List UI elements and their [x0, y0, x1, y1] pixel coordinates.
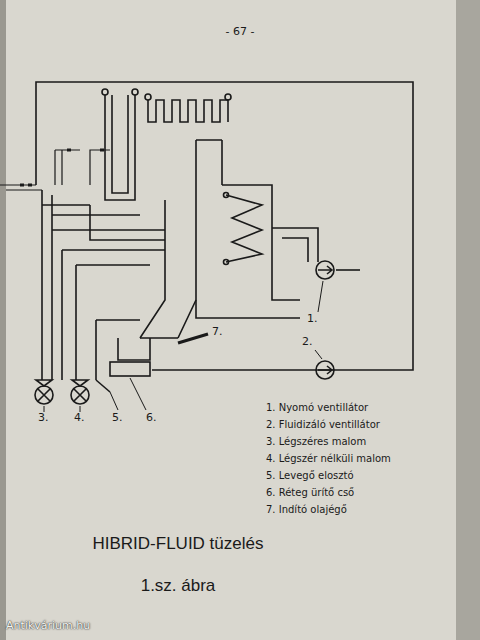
- air-duct-frame: [36, 82, 413, 370]
- callout-number: 1.: [307, 313, 318, 326]
- leader-line: [315, 350, 322, 359]
- header: [145, 94, 151, 100]
- superheater: [105, 95, 135, 200]
- mill-4-symbol: [72, 380, 88, 401]
- callout-number: 6.: [146, 412, 157, 425]
- diagram-title: HIBRID-FLUID tüzelés: [93, 534, 264, 554]
- legend-item: 4. Légszér nélküli malom: [266, 453, 391, 465]
- second-pass: [196, 140, 222, 300]
- fuel-pipes: [42, 190, 165, 380]
- economiser: [226, 195, 262, 262]
- legend-item: 7. Indító olajégő: [266, 504, 347, 516]
- page-shadow: [456, 0, 480, 640]
- header: [132, 89, 138, 95]
- serpentine-heater: [148, 100, 228, 122]
- vent-pipes: [55, 150, 110, 185]
- page-number: - 67 -: [226, 26, 255, 39]
- figure-caption: 1.sz. ábra: [141, 576, 216, 596]
- fluid-bed: [118, 338, 178, 360]
- legend-item: 3. Légszéres malom: [266, 436, 366, 448]
- fan-duct: [336, 269, 360, 271]
- bed-drain: [110, 362, 150, 376]
- oil-burner: [178, 334, 208, 343]
- callout-number: 2.: [302, 336, 313, 349]
- header: [224, 193, 229, 198]
- leader-line: [318, 281, 323, 312]
- callout-number: 5.: [112, 412, 123, 425]
- mill-3-symbol: [36, 380, 52, 401]
- air-distributor-pipe: [96, 320, 140, 380]
- header: [225, 94, 231, 100]
- header: [102, 89, 108, 95]
- fan-symbol: [318, 366, 332, 374]
- distributor-lead: [96, 380, 110, 392]
- forced-fan: [316, 261, 334, 279]
- legend-item: 2. Fluidizáló ventillátor: [266, 419, 380, 431]
- page-edge: [0, 0, 6, 640]
- inlet-pipe: [0, 185, 42, 190]
- furnace: [140, 200, 196, 338]
- boiler-lines: [0, 82, 413, 412]
- leader-line: [44, 378, 146, 412]
- flue-duct: [196, 185, 300, 318]
- inlet-marks: [20, 150, 104, 185]
- watermark: Antikvárium.hu: [6, 620, 90, 633]
- header: [224, 260, 229, 265]
- callout-number: 4.: [74, 412, 85, 425]
- legend-item: 5. Levegő elosztó: [266, 470, 354, 482]
- callout-number: 7.: [212, 326, 223, 339]
- air-heater-duct: [272, 228, 318, 262]
- callout-number: 3.: [38, 412, 49, 425]
- legend-item: 6. Réteg ürítő cső: [266, 487, 354, 499]
- legend-item: 1. Nyomó ventillátor: [266, 402, 368, 414]
- fluidising-fan: [316, 361, 334, 379]
- fan-symbol: [318, 266, 332, 274]
